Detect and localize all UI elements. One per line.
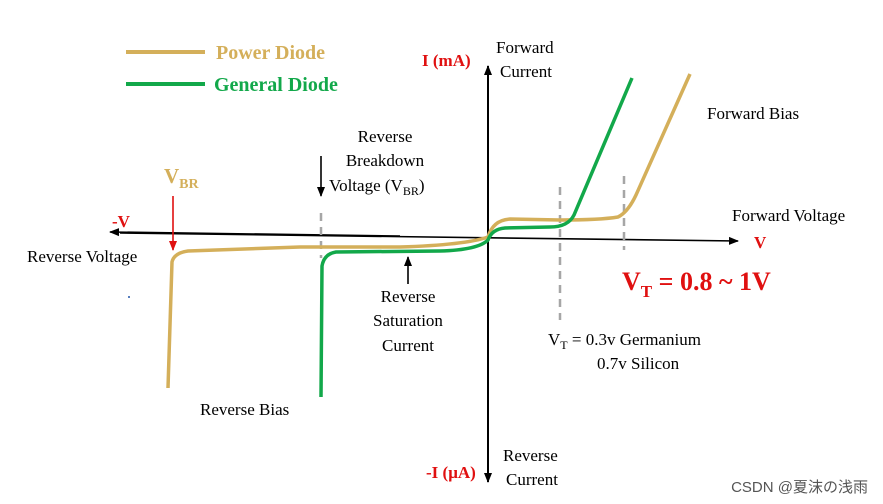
saturation-line-1: Reverse: [381, 287, 436, 306]
breakdown-line-1: Reverse: [358, 127, 413, 146]
vt-big-rest: = 0.8 ~ 1V: [652, 267, 771, 296]
breakdown-line-3-end: ): [419, 176, 425, 195]
vt-small-line-2: 0.7v Silicon: [597, 354, 680, 373]
x-pos-desc: Forward Voltage: [732, 206, 845, 225]
forward-bias-label: Forward Bias: [707, 104, 799, 123]
x-axis-left-arrow: [109, 228, 401, 237]
vbr-label-main: V: [164, 164, 179, 188]
saturation-line-2: Saturation: [373, 311, 443, 330]
vbr-label: VBR: [164, 164, 200, 192]
vt-small-rest: = 0.3v Germanium: [568, 330, 701, 349]
legend-general-label: General Diode: [214, 74, 338, 96]
x-pos-label: V: [754, 233, 767, 252]
vt-big-main: V: [622, 267, 641, 296]
power-diode-curve: [166, 73, 692, 389]
breakdown-line-3: Voltage (VBR): [329, 176, 425, 198]
y-pos-label: I (mA): [422, 51, 471, 70]
y-pos-desc-2: Current: [500, 62, 552, 81]
y-neg-label: -I (μA): [426, 463, 476, 482]
legend-power-label: Power Diode: [216, 42, 325, 64]
vt-big-sub: T: [641, 282, 653, 301]
breakdown-line-3-main: Voltage (V: [329, 176, 404, 195]
breakdown-line-2: Breakdown: [346, 151, 425, 170]
vt-small-label: VT = 0.3v Germanium: [548, 330, 701, 352]
y-neg-desc-2: Current: [506, 470, 558, 489]
watermark: CSDN @夏沫の浅雨: [731, 479, 868, 496]
vt-big-label: VT = 0.8 ~ 1V: [622, 267, 771, 301]
x-neg-label: -V: [112, 212, 131, 231]
y-pos-desc-1: Forward: [496, 38, 554, 57]
saturation-line-3: Current: [382, 336, 434, 355]
breakdown-line-3-sub: BR: [403, 184, 419, 198]
vt-small-main: V: [548, 330, 561, 349]
y-neg-desc-1: Reverse: [503, 446, 558, 465]
reverse-bias-label: Reverse Bias: [200, 400, 289, 419]
x-neg-desc: Reverse Voltage: [27, 247, 137, 266]
stray-dot: [128, 296, 130, 298]
vt-small-sub: T: [560, 338, 568, 352]
general-diode-curve: [319, 77, 634, 398]
vbr-label-sub: BR: [179, 177, 199, 192]
